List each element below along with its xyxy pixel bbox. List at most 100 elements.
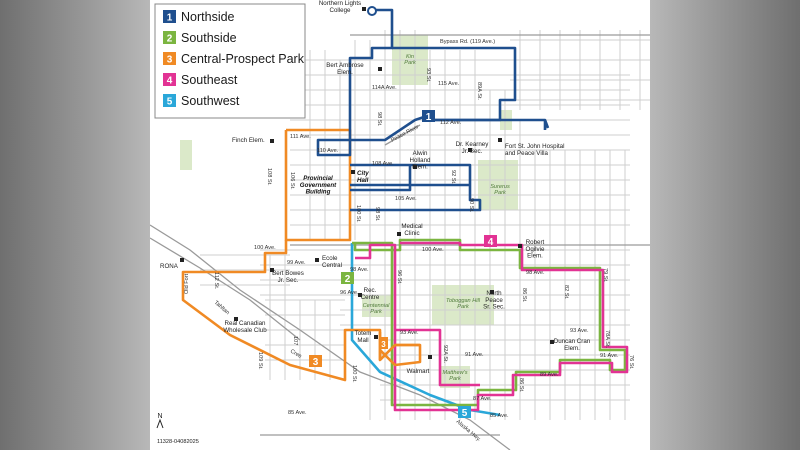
street-86-st: 86 St. [521,288,527,303]
bert-bowes-marker-icon [270,268,274,272]
route-3-marker [309,355,322,367]
street-93-ave-east: 93 Ave. [570,328,589,334]
street-107-st: 107 [292,336,298,345]
street-112-st: 112 St. [213,272,219,290]
street-98-ave-east: 98 Ave. [526,270,545,276]
toboggan-park-area [432,285,494,325]
kearney-marker-icon [468,148,472,152]
street-100-st: 100 St. [355,205,361,223]
legend-swatch-route-1 [163,10,176,23]
street-grid [200,30,650,420]
alwin-holland-marker-icon [413,165,417,169]
route-1-marker [422,110,435,122]
street-105-ave: 105 Ave. [395,196,417,202]
route-5-marker-label: 5 [462,408,468,419]
railway [150,237,301,341]
route-4-southeast-line [355,241,629,412]
finch-marker-icon [270,139,274,143]
legend-number-route-1: 1 [167,13,173,24]
finch-label: Finch Elem. [232,137,265,144]
route-1-northside-line [316,8,550,212]
street-100-ave-east: 100 Ave. [422,247,444,253]
street-98-st-north: 98 St. [376,112,382,127]
legend-number-route-5: 5 [167,97,173,108]
street-89-ave: 89 Ave. [540,372,559,378]
route-markers: 1 2 3 4 5 3 [309,110,497,419]
rec-centre-marker-icon [358,293,362,297]
legend-label-route-5: Southwest [181,94,240,108]
route-4-marker [484,235,497,247]
legend-number-route-3: 3 [167,55,173,66]
street-85-ave-west: 85 Ave. [288,410,307,416]
legend-box [154,3,306,119]
hospital-marker-icon [498,138,502,142]
street-112-ave: 112 Ave. [440,120,462,126]
route-3-small-marker-label: 3 [381,340,386,349]
legend-label-route-2: Southside [181,31,237,45]
blurred-background-left [0,0,150,450]
legend-label-route-4: Southeast [181,73,238,87]
street-bypass: Bypass Rd. (119 Ave.) [440,39,495,45]
legend-swatch-route-2 [163,31,176,44]
street-91-ave-west: 91 Ave. [465,352,484,358]
route-3-small-marker [379,337,388,349]
street-91-ave-east: 91 Ave. [600,353,619,359]
street-100-st-south: 100 St. [351,365,357,383]
map-code: 11328-04082025 [157,439,199,445]
legend-swatch-route-3 [163,52,176,65]
legend-label-route-1: Northside [181,10,235,24]
street-98-st: 98 St. [374,207,380,222]
real-canadian-marker-icon [234,317,238,321]
legend-label-route-3: Central-Prospect Park [181,52,305,66]
street-cree: Cree [289,349,303,360]
street-alaska-hwy: Alaska Hwy. [455,419,482,443]
street-110-ave: 110 Ave. [317,148,339,154]
street-114a-ave: 114A Ave. [372,85,397,91]
legend-number-route-2: 2 [167,34,173,45]
walmart-marker-icon [428,355,432,359]
north-peace-marker-icon [490,290,494,294]
street-108-st: 108 St. [266,168,272,186]
route-1-marker-label: 1 [426,112,432,123]
street-109-st: 109 St. [257,352,263,370]
route-4-marker-label: 4 [488,237,494,248]
street-82-st: 82 St. [563,285,569,300]
street-93-st: 93 St. [425,68,431,83]
street-92-st: 92 St. [450,170,456,185]
north-arrow-icon [156,418,164,429]
robert-ogilvie-marker-icon [518,244,522,248]
surerus-park-area [478,160,518,210]
legend-swatch-route-5 [163,94,176,107]
walmart-label: Walmart [407,368,430,375]
street-79-st: 79 St. [602,268,608,283]
street-96-ave: 96 Ave. [340,290,359,296]
street-108-ave: 108 Ave. [372,161,394,167]
street-old-fort: Old Fort [184,273,190,294]
street-96-st: 96 St. [396,270,402,285]
route-3-marker-label: 3 [313,357,319,368]
street-76-st: 76 St. [628,355,634,370]
transit-map: 1 Northside 2 Southside 3 Central-Prospect Pa… [150,0,650,450]
legend: 1 Northside 2 Southside 3 Central-Prospect Pa… [154,3,306,119]
rec-centre-label: Rec.Centre [361,287,380,301]
street-93-ave-west: 93 Ave. [400,330,419,336]
bert-ambrose-marker-icon [378,67,382,71]
matthews-park-area [440,366,470,388]
park-area-west [180,140,192,170]
